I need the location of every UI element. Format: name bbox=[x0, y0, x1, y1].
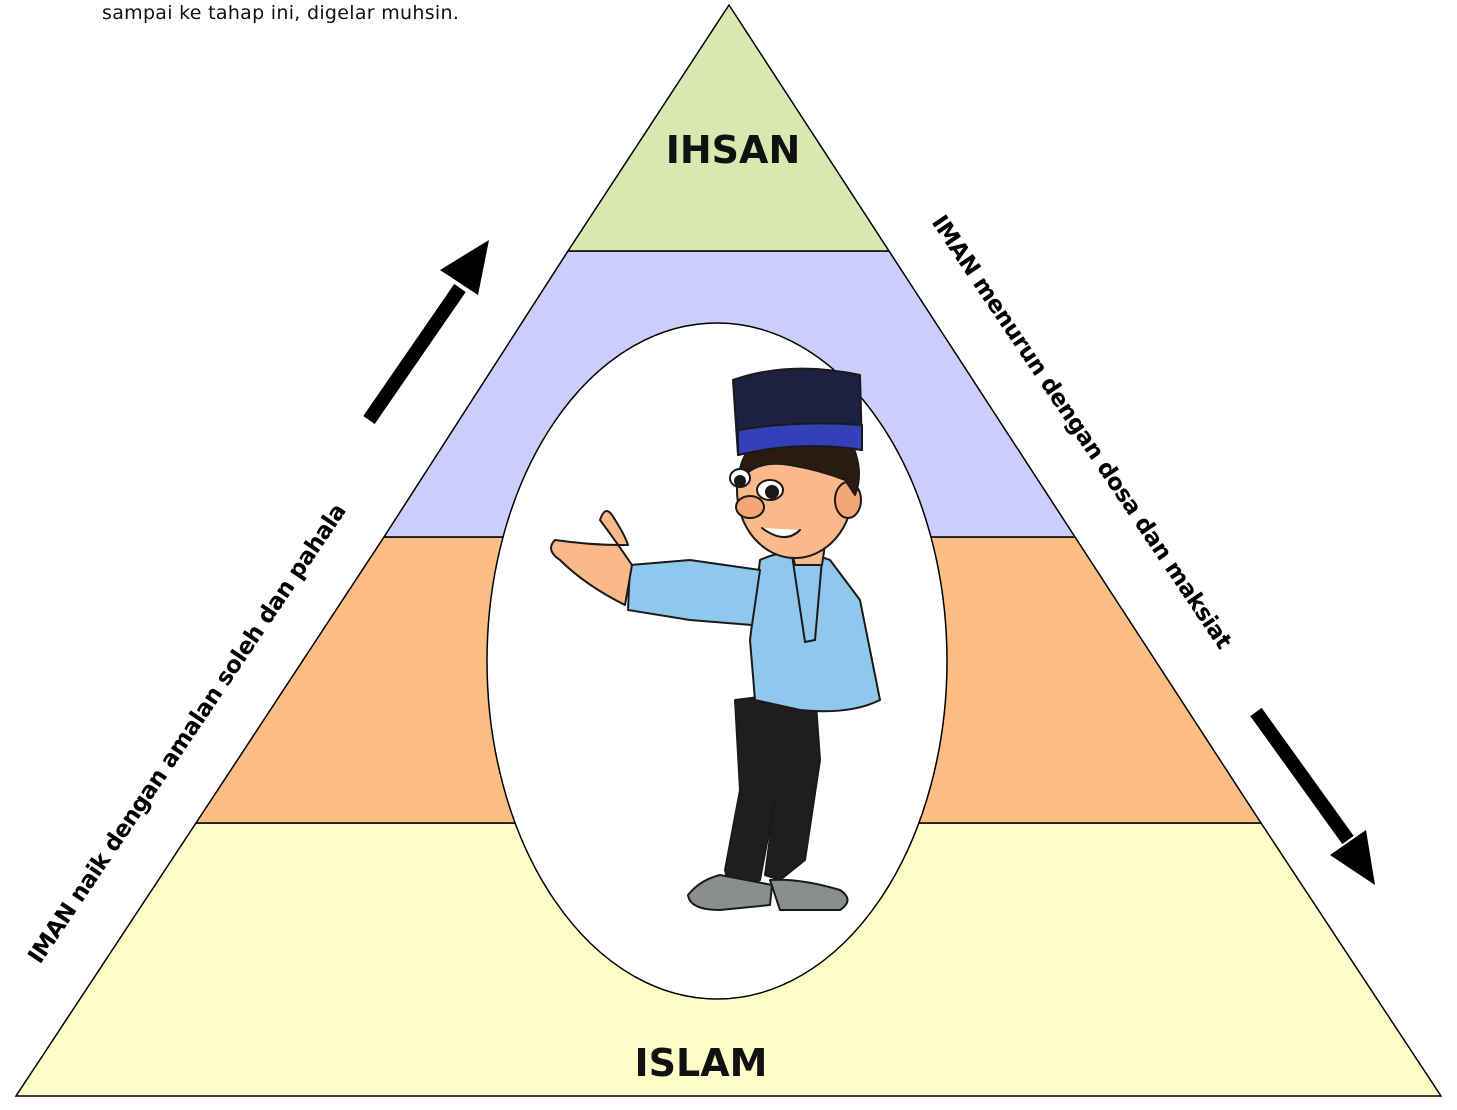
tier-ihsan-label: IHSAN bbox=[666, 128, 801, 172]
intro-text: sampai ke tahap ini, digelar muhsin. bbox=[102, 2, 460, 24]
arrow-down-icon bbox=[1250, 707, 1375, 885]
tier-ihsan bbox=[566, 3, 891, 252]
boy-illustration-icon bbox=[550, 367, 881, 911]
tier-islam-label: ISLAM bbox=[635, 1041, 768, 1085]
arrow-up-icon bbox=[363, 240, 489, 424]
